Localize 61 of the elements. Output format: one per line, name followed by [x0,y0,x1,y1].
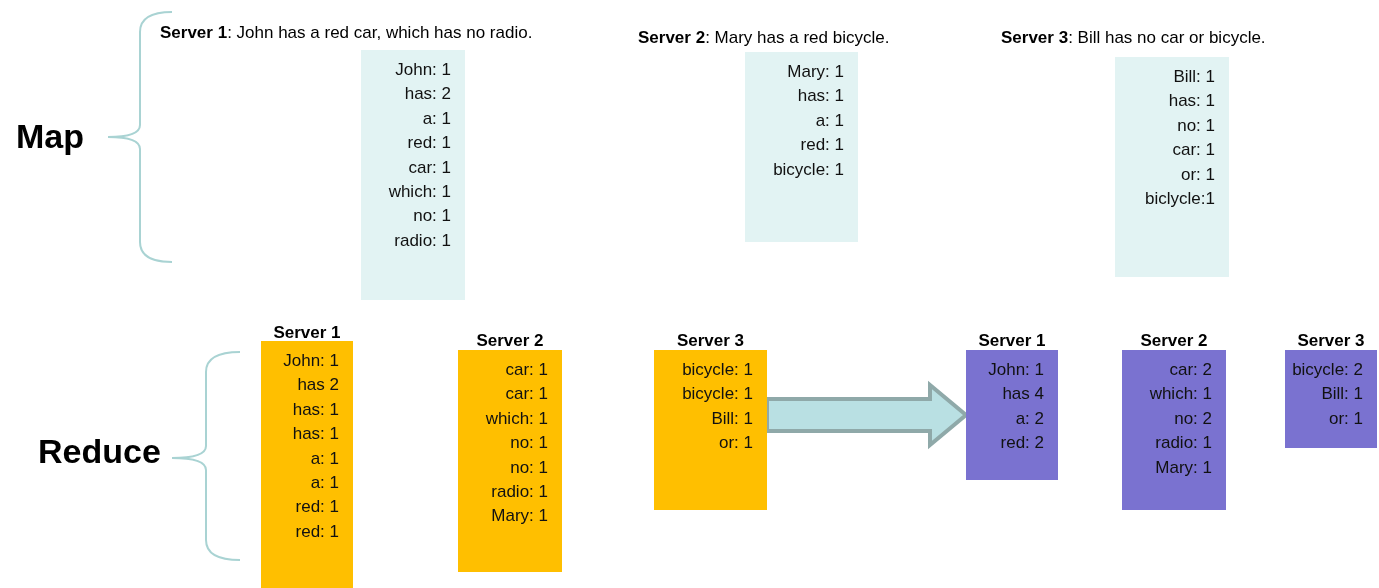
word-count: car: 1 [1172,139,1215,162]
word-count: no: 1 [1177,114,1215,137]
server-heading: Server 1 [978,330,1046,352]
word-count: a: 1 [815,109,844,132]
phase-label: Reduce [38,432,161,471]
word-count: or: 1 [1328,407,1363,430]
word-count: John: 1 [283,350,339,372]
server-heading: Server 2: Mary has a red bicycle. [638,27,890,49]
word-count: biclycle:1 [1145,188,1215,211]
word-count: bicycle: 1 [682,359,753,381]
word-count: Mary: 1 [491,505,548,528]
word-count: has: 1 [1168,90,1215,113]
word-count: car: 2 [1169,359,1212,381]
word-count: has: 1 [797,85,844,108]
word-count: has: 2 [404,83,451,106]
server-heading: Server 2 [1140,330,1208,352]
word-count: has 4 [1002,383,1044,406]
word-count: bicycle: 1 [773,158,844,181]
word-count: red: 2 [1000,432,1044,455]
word-count: car: 1 [505,359,548,381]
server-heading: Server 3: Bill has no car or bicycle. [1001,27,1266,49]
server-heading: Server 3 [1297,330,1365,352]
word-count: has: 1 [292,398,339,421]
word-count: no: 1 [510,432,548,455]
word-count: a: 1 [422,107,451,130]
word-count: which: 1 [485,407,548,430]
word-count: no: 1 [510,456,548,479]
word-count: radio: 1 [394,229,451,252]
server-heading: Server 3 [676,330,745,352]
word-count: red: 1 [407,132,451,155]
word-count: has: 1 [292,423,339,446]
word-count: Mary: 1 [787,61,844,83]
word-count: which: 1 [388,181,451,204]
word-count: Bill: 1 [1173,66,1215,88]
word-count: or: 1 [1180,163,1215,186]
word-count: Mary: 1 [1155,456,1212,479]
word-count: radio: 1 [1155,432,1212,455]
word-count: Bill: 1 [711,407,753,430]
word-count: car: 1 [505,383,548,406]
word-count: red: 1 [800,134,844,157]
word-count: bicycle: 2 [1292,359,1363,381]
word-count: radio: 1 [491,481,548,504]
server-heading: Server 1 [273,322,341,344]
server-heading: Server 2 [476,330,544,352]
word-count: John: 1 [395,59,451,81]
word-count: red: 1 [295,496,339,519]
word-count: red: 1 [295,520,339,543]
word-count: car: 1 [408,156,451,179]
word-count: a: 1 [310,472,339,495]
word-count: a: 1 [310,447,339,470]
word-count: which: 1 [1149,383,1212,406]
word-count: has 2 [297,374,339,397]
phase-label: Map [16,117,84,156]
word-count: bicycle: 1 [682,383,753,406]
word-count: a: 2 [1015,407,1044,430]
word-count: no: 1 [413,205,451,228]
word-count: Bill: 1 [1321,383,1363,406]
server-heading: Server 1: John has a red car, which has no radio. [160,22,533,44]
word-count: or: 1 [718,432,753,455]
word-count: John: 1 [988,359,1044,381]
word-count: no: 2 [1174,407,1212,430]
